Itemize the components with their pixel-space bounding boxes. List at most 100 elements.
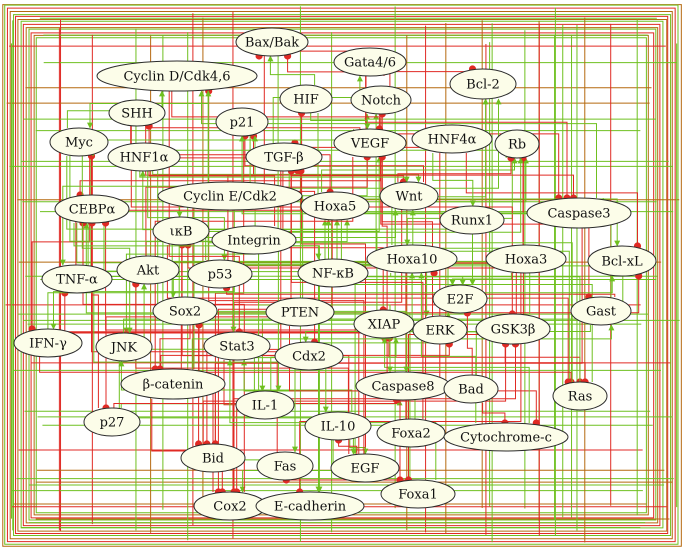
node-label: EGF (351, 462, 380, 477)
frame-line (9, 10, 673, 540)
node-ellipse (235, 27, 309, 57)
node-label: VEGF (350, 137, 389, 152)
node-label: Foxa2 (391, 427, 431, 442)
node-ellipse (587, 245, 657, 277)
inhibition-edge (381, 114, 388, 372)
node-label: Bad (458, 383, 484, 398)
node-label: E2F (447, 293, 474, 308)
node-ellipse (297, 258, 369, 288)
frame-line (2, 4, 682, 547)
node-ellipse (256, 451, 314, 481)
node-tgfb: TGF-β (245, 142, 323, 172)
node-ellipse (376, 418, 446, 448)
node-ellipse (333, 47, 407, 77)
inhibition-edge (465, 153, 638, 246)
node-egf: EGF (330, 453, 400, 483)
node-akt: Akt (116, 255, 180, 285)
node-ellipse (187, 259, 253, 289)
node-label: XIAP (368, 318, 401, 333)
node-p53: p53 (187, 259, 253, 289)
node-ellipse (411, 124, 493, 154)
activation-edge (118, 360, 353, 412)
node-cdx2: Cdx2 (274, 341, 344, 371)
node-label: Bcl-xL (601, 255, 643, 270)
node-label: β-catenin (143, 378, 204, 393)
node-shh: SHH (108, 99, 166, 127)
node-ellipse (180, 443, 246, 473)
node-label: IFN-γ (29, 337, 67, 352)
node-label: Notch (361, 94, 402, 109)
node-label: Hoxa3 (505, 253, 548, 268)
node-label: Myc (65, 136, 93, 151)
activation-edge (198, 90, 597, 198)
activation-edge (47, 275, 616, 329)
node-il1: IL-1 (235, 390, 295, 420)
node-hoxa10: Hoxa10 (366, 244, 458, 274)
node-cox2: Cox2 (193, 491, 267, 521)
node-ellipse (443, 422, 569, 452)
node-ellipse (95, 332, 153, 362)
node-cebpa: CEBPα (54, 194, 130, 224)
inhibition-edge (130, 126, 331, 192)
node-ellipse (552, 381, 608, 411)
node-ras: Ras (552, 381, 608, 411)
node-ellipse (265, 297, 335, 327)
node-ellipse (255, 491, 365, 521)
node-ellipse (333, 128, 407, 158)
inhibition-edge (397, 158, 512, 182)
node-bcatenin: β-catenin (120, 368, 226, 400)
activation-edge (267, 55, 316, 85)
node-ellipse (412, 315, 468, 345)
node-label: Gast (586, 305, 617, 320)
node-label: HNF4α (428, 133, 477, 148)
node-gata4-6: Gata4/6 (333, 47, 407, 77)
node-label: p53 (208, 268, 233, 283)
node-caspase3: Caspase3 (526, 197, 632, 229)
activation-edge (191, 324, 615, 369)
node-ellipse (152, 216, 210, 246)
node-ellipse (120, 368, 226, 400)
node-hoxa3: Hoxa3 (485, 244, 567, 274)
node-ellipse (350, 85, 412, 115)
node-caspase8: Caspase8 (355, 371, 451, 401)
node-label: Bax/Bak (245, 36, 299, 51)
node-cyclin-e: Cyclin E/Cdk2 (157, 181, 303, 211)
node-label: Cdx2 (292, 350, 326, 365)
node-label: Bcl-2 (466, 78, 500, 93)
node-label: NF-κB (312, 267, 354, 282)
node-ellipse (96, 60, 258, 92)
activation-edge (449, 273, 512, 286)
node-ellipse (279, 84, 333, 114)
node-label: Ras (568, 390, 593, 405)
node-ecadherin: E-cadherin (255, 491, 365, 521)
node-rb: Rb (494, 129, 540, 159)
node-ellipse (304, 411, 372, 441)
node-label: Gata4/6 (344, 56, 396, 71)
node-il10: IL-10 (304, 411, 372, 441)
node-label: Cyclin E/Cdk2 (183, 190, 277, 205)
node-runx1: Runx1 (439, 205, 505, 235)
node-label: Hoxa10 (387, 253, 438, 268)
frame-line (17, 19, 668, 532)
frame-line (25, 27, 659, 524)
node-label: CEBPα (69, 203, 116, 218)
frame-line (20, 20, 664, 529)
inhibition-edge (154, 157, 354, 369)
node-stat3: Stat3 (203, 331, 271, 361)
node-ellipse (274, 341, 344, 371)
node-ellipse (366, 244, 458, 274)
node-label: HNF1α (120, 151, 169, 166)
activation-edge (391, 157, 529, 245)
activation-edge (432, 153, 476, 207)
node-cyclin-d: Cyclin D/Cdk4,6 (96, 60, 258, 92)
node-ellipse (380, 479, 456, 509)
node-ellipse (157, 181, 303, 211)
node-hif: HIF (279, 84, 333, 114)
node-label: IL-1 (252, 399, 278, 414)
node-ellipse (432, 284, 488, 314)
node-ellipse (13, 328, 83, 358)
node-label: Foxa1 (398, 488, 438, 503)
node-ellipse (443, 374, 499, 404)
node-ifng: IFN-γ (13, 328, 83, 358)
